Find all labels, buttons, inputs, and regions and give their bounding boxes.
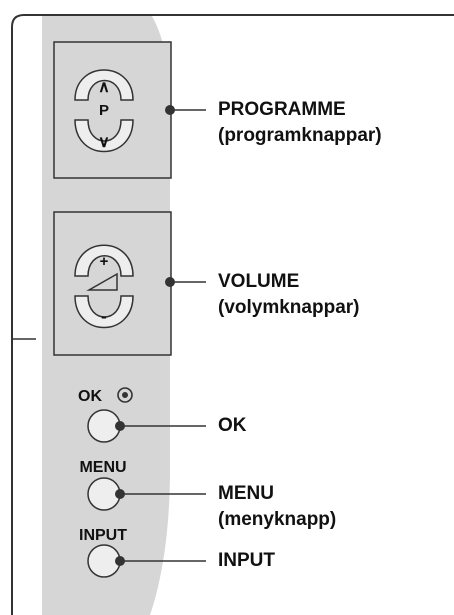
volume-wedge-icon (86, 272, 118, 291)
volume-callout-leader (165, 277, 206, 287)
input-callout-title: INPUT (218, 550, 275, 571)
volume-key-frame (53, 211, 172, 356)
programme-key: ∧ P ∨ (53, 41, 172, 179)
menu-callout-subtitle: (menyknapp) (218, 509, 337, 530)
input-callout: INPUT (218, 548, 275, 574)
programme-up-button[interactable] (74, 69, 134, 101)
ok-panel-label: OK (78, 388, 102, 405)
programme-callout-title: PROGRAMME (218, 99, 346, 120)
menu-callout-title: MENU (218, 483, 274, 504)
programme-down-button[interactable] (74, 119, 134, 153)
programme-key-frame (53, 41, 172, 179)
volume-down-symbol: - (101, 307, 107, 326)
volume-up-symbol: + (100, 253, 109, 270)
ok-callout-leader (115, 421, 206, 431)
programme-callout-subtitle: (programknappar) (218, 125, 382, 146)
target-icon (117, 387, 133, 403)
volume-callout-title: VOLUME (218, 271, 300, 292)
volume-up-button[interactable] (74, 244, 134, 277)
ok-callout-title: OK (218, 415, 247, 436)
menu-callout: MENU (menyknapp) (218, 481, 336, 533)
programme-down-symbol: ∨ (98, 134, 110, 151)
programme-callout: PROGRAMME (programknappar) (218, 97, 382, 149)
programme-callout-leader (165, 105, 206, 115)
menu-callout-leader (115, 489, 206, 499)
programme-up-symbol: ∧ (98, 79, 110, 96)
volume-down-button[interactable] (74, 295, 134, 329)
input-panel-label: INPUT (79, 527, 127, 544)
ok-callout: OK (218, 413, 247, 439)
volume-callout: VOLUME (volymknappar) (218, 269, 359, 321)
programme-label: P (99, 102, 109, 119)
volume-callout-subtitle: (volymknappar) (218, 297, 360, 318)
panel-frame (11, 14, 454, 615)
volume-key: + - (53, 211, 172, 356)
menu-panel-label: MENU (79, 459, 126, 476)
input-callout-leader (115, 556, 206, 566)
